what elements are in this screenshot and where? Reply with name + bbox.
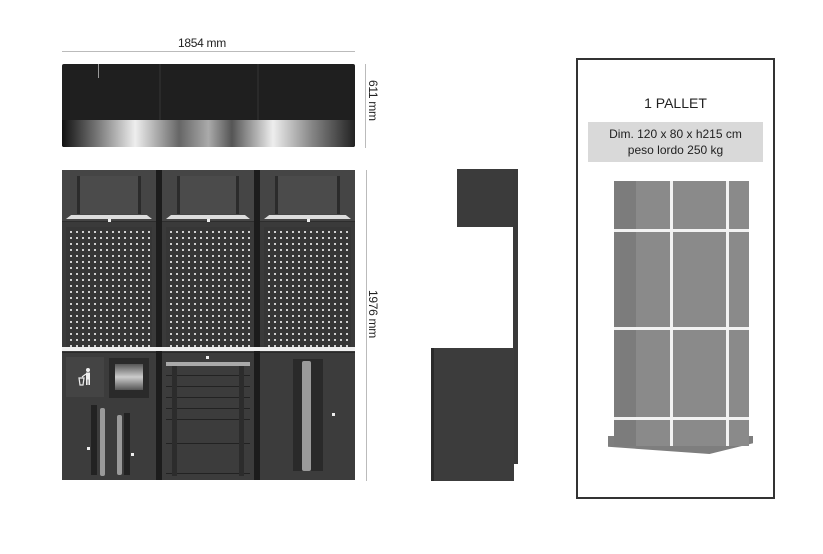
- pegboard: [166, 227, 250, 347]
- recycle-bin-icon: [76, 367, 96, 387]
- pallet-specs: Dim. 120 x 80 x h215 cm peso lordo 250 k…: [588, 122, 763, 162]
- pegboard: [66, 227, 152, 347]
- top-height-dimension-line: [365, 64, 366, 148]
- base-cabinet-right: [260, 352, 355, 480]
- worktop: [62, 347, 355, 351]
- column-left: [62, 170, 156, 480]
- column-right: [260, 170, 355, 480]
- pallet-title: 1 PALLET: [644, 95, 707, 111]
- pallet-dimensions: Dim. 120 x 80 x h215 cm: [609, 127, 742, 141]
- pallet-weight: peso lordo 250 kg: [627, 143, 724, 157]
- column-center: [162, 170, 254, 480]
- total-height-dimension-label: 1976 mm: [366, 290, 380, 338]
- pallet-info-box: 1 PALLET Dim. 120 x 80 x h215 cm peso lo…: [576, 58, 775, 499]
- total-height-dimension-line: [366, 170, 367, 481]
- top-height-dimension-label: 611 mm: [366, 80, 380, 121]
- wall-cabinet-top-view: [62, 64, 355, 147]
- screen-panel: [109, 358, 149, 398]
- led-light-strip: [62, 120, 355, 147]
- base-cabinet-left: [62, 352, 156, 480]
- drawer-unit: [162, 352, 254, 480]
- packed-crate: [614, 181, 749, 446]
- width-dimension-label: 1854 mm: [178, 36, 226, 50]
- side-view-wall-cabinet: [457, 169, 514, 227]
- pegboard: [264, 227, 351, 347]
- width-dimension-line: [62, 51, 355, 52]
- side-view-back-panel: [513, 169, 518, 464]
- front-elevation: [62, 170, 355, 480]
- side-view-base-cabinet: [431, 348, 514, 481]
